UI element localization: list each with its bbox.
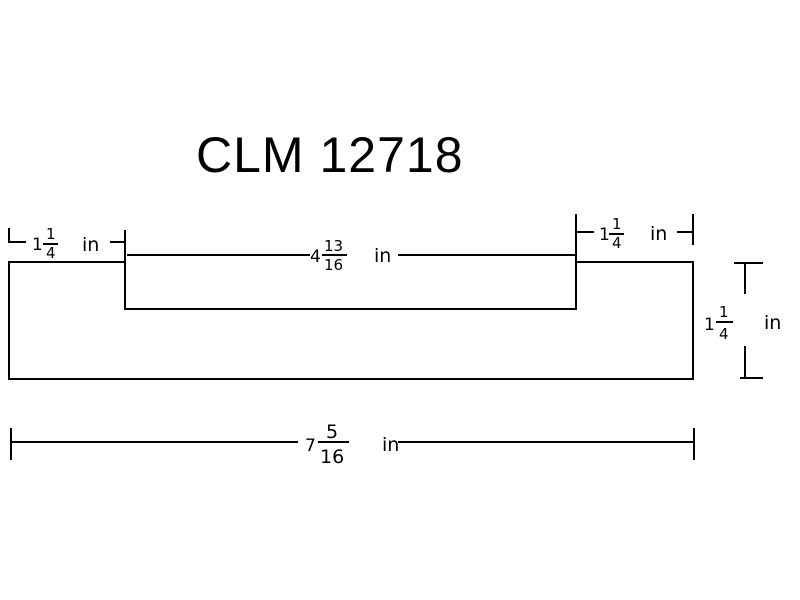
dim-unit: in <box>382 434 399 456</box>
dim-unit: in <box>764 312 781 334</box>
dim-whole: 7 <box>305 436 316 456</box>
dim-denominator: 4 <box>612 234 622 252</box>
part-number-title: CLM 12718 <box>196 127 464 183</box>
dim-denominator: 16 <box>324 256 343 274</box>
dim-whole: 1 <box>32 235 43 255</box>
dim-numerator: 5 <box>326 421 338 443</box>
dimension-channel-width: 4 13 16 in <box>127 237 576 274</box>
dimension-overall-width: 7 5 16 in <box>10 421 695 468</box>
dimension-right-flange: 1 1 4 in <box>575 214 694 262</box>
dim-numerator: 13 <box>324 237 343 255</box>
dim-whole: 4 <box>310 247 321 267</box>
dim-denominator: 16 <box>320 446 344 468</box>
dim-unit: in <box>650 223 667 245</box>
dim-whole: 1 <box>704 315 715 335</box>
dim-denominator: 4 <box>719 325 729 343</box>
dim-unit: in <box>374 245 391 267</box>
dim-numerator: 1 <box>46 225 56 243</box>
dim-denominator: 4 <box>46 244 56 262</box>
dimension-height: 1 1 4 in <box>704 262 781 379</box>
dimension-left-flange: 1 1 4 in <box>8 225 126 262</box>
dim-unit: in <box>82 234 99 256</box>
dim-whole: 1 <box>599 225 610 245</box>
dim-numerator: 1 <box>612 215 622 233</box>
dim-numerator: 1 <box>719 303 729 321</box>
profile-outline <box>8 261 694 380</box>
